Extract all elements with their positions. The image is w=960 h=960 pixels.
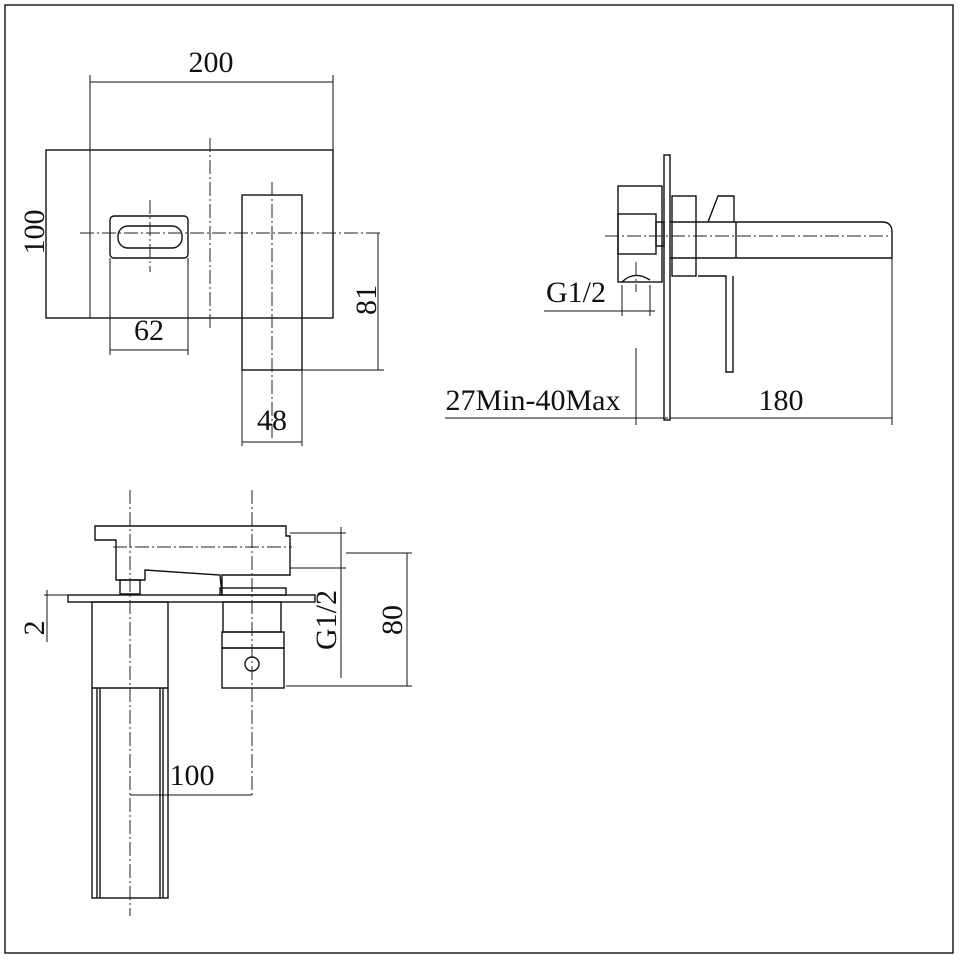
depth-label: 80 — [376, 605, 409, 635]
spout-side — [670, 221, 893, 259]
wall-plate-outline — [45, 149, 334, 319]
plate-thickness-label: 2 — [18, 621, 51, 636]
mixer-body-top — [94, 525, 291, 596]
spout-slot — [109, 215, 189, 259]
wall-depth-label: 27Min-40Max — [446, 384, 621, 417]
drawing-border — [4, 4, 954, 954]
side-view: G1/2 27Min-40Max 180 — [445, 154, 893, 425]
valve-top — [221, 647, 285, 689]
handle-height-label: 81 — [350, 285, 383, 315]
top-view: 100 2 G1/2 80 — [18, 490, 412, 916]
top-thread-label: G1/2 — [310, 590, 343, 650]
height-dimension-label: 100 — [18, 210, 51, 255]
projection-label: 180 — [759, 384, 804, 417]
front-view: 200 100 62 81 48 — [18, 46, 384, 446]
spout-width-label: 62 — [134, 314, 164, 347]
wall-plate-top — [67, 594, 316, 603]
side-thread-label: G1/2 — [546, 276, 606, 309]
width-dimension-label: 200 — [189, 46, 234, 79]
spacing-label: 100 — [170, 759, 215, 792]
wall-plate-side — [663, 154, 671, 421]
handle-top — [707, 195, 735, 223]
handle-width-label: 48 — [257, 404, 287, 437]
handle-lever — [698, 275, 734, 373]
